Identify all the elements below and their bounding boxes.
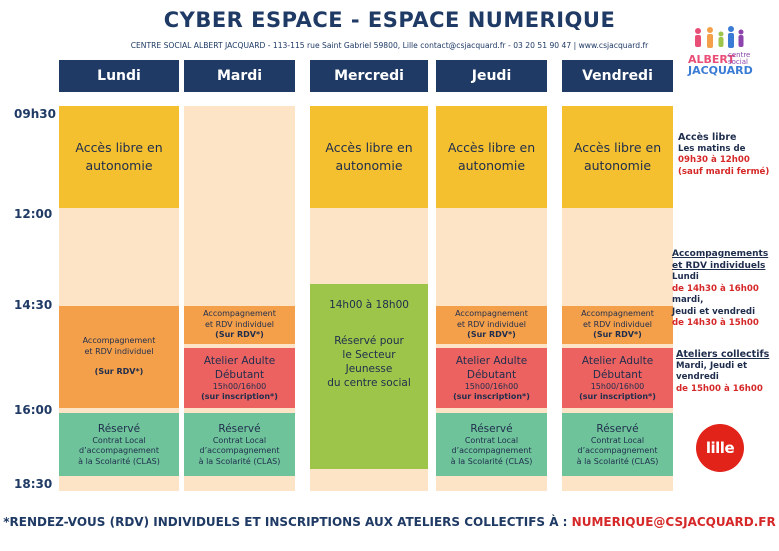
block-acces-libre: Accès libre en autonomie [562, 106, 673, 208]
header-mardi: Mardi [184, 60, 295, 92]
contact-subtitle: CENTRE SOCIAL ALBERT JACQUARD - 113-115 … [130, 41, 649, 50]
time-0930: 09h30 [14, 107, 56, 121]
header-jeudi: Jeudi [436, 60, 547, 92]
block-clas: Réservé Contrat Local d’accompagnement à… [562, 413, 673, 476]
time-1600: 16:00 [14, 403, 53, 417]
block-atelier: Atelier Adulte Débutant 15h00/16h00 (sur… [184, 348, 295, 408]
albert-jacquard-logo: ALBERT JACQUARD centre social [684, 26, 756, 82]
block-accompagnement: Accompagnement et RDV individuel (Sur RD… [59, 306, 179, 408]
page-title: CYBER ESPACE - ESPACE NUMERIQUE [163, 8, 616, 32]
header-lundi: Lundi [59, 60, 179, 92]
block-clas: Réservé Contrat Local d’accompagnement à… [436, 413, 547, 476]
time-1200: 12:00 [14, 207, 53, 221]
block-accompagnement: Accompagnement et RDV individuel (Sur RD… [184, 306, 295, 344]
lille-logo: lille [696, 424, 744, 472]
block-accompagnement: Accompagnement et RDV individuel (Sur RD… [562, 306, 673, 344]
block-acces-libre: Accès libre en autonomie [59, 106, 179, 208]
block-accompagnement: Accompagnement et RDV individuel (Sur RD… [436, 306, 547, 344]
time-1430: 14:30 [14, 298, 53, 312]
block-clas: Réservé Contrat Local d’accompagnement à… [184, 413, 295, 476]
header-vendredi: Vendredi [562, 60, 673, 92]
block-atelier: Atelier Adulte Débutant 15h00/16h00 (sur… [436, 348, 547, 408]
block-clas: Réservé Contrat Local d’accompagnement à… [59, 413, 179, 476]
time-1830: 18:30 [14, 477, 53, 491]
block-acces-libre: Accès libre en autonomie [310, 106, 428, 208]
side-note-acces: Accès libre Les matins de 09h30 à 12h00 … [678, 132, 770, 177]
block-acces-libre: Accès libre en autonomie [436, 106, 547, 208]
side-note-accompagnement: Accompagnements et RDV individuels Lundi… [672, 249, 769, 328]
footer-note: *RENDEZ-VOUS (RDV) INDIVIDUELS ET INSCRI… [3, 515, 776, 529]
contact-email-link[interactable]: NUMERIQUE@CSJACQUARD.FR [571, 515, 776, 529]
block-atelier: Atelier Adulte Débutant 15h00/16h00 (sur… [562, 348, 673, 408]
block-secteur-jeunesse: 14h00 à 18h00 Réservé pour le Secteur Je… [310, 284, 428, 469]
people-icon [695, 26, 744, 48]
side-note-ateliers: Ateliers collectifs Mardi, Jeudi et vend… [676, 349, 770, 394]
header-mercredi: Mercredi [310, 60, 428, 92]
